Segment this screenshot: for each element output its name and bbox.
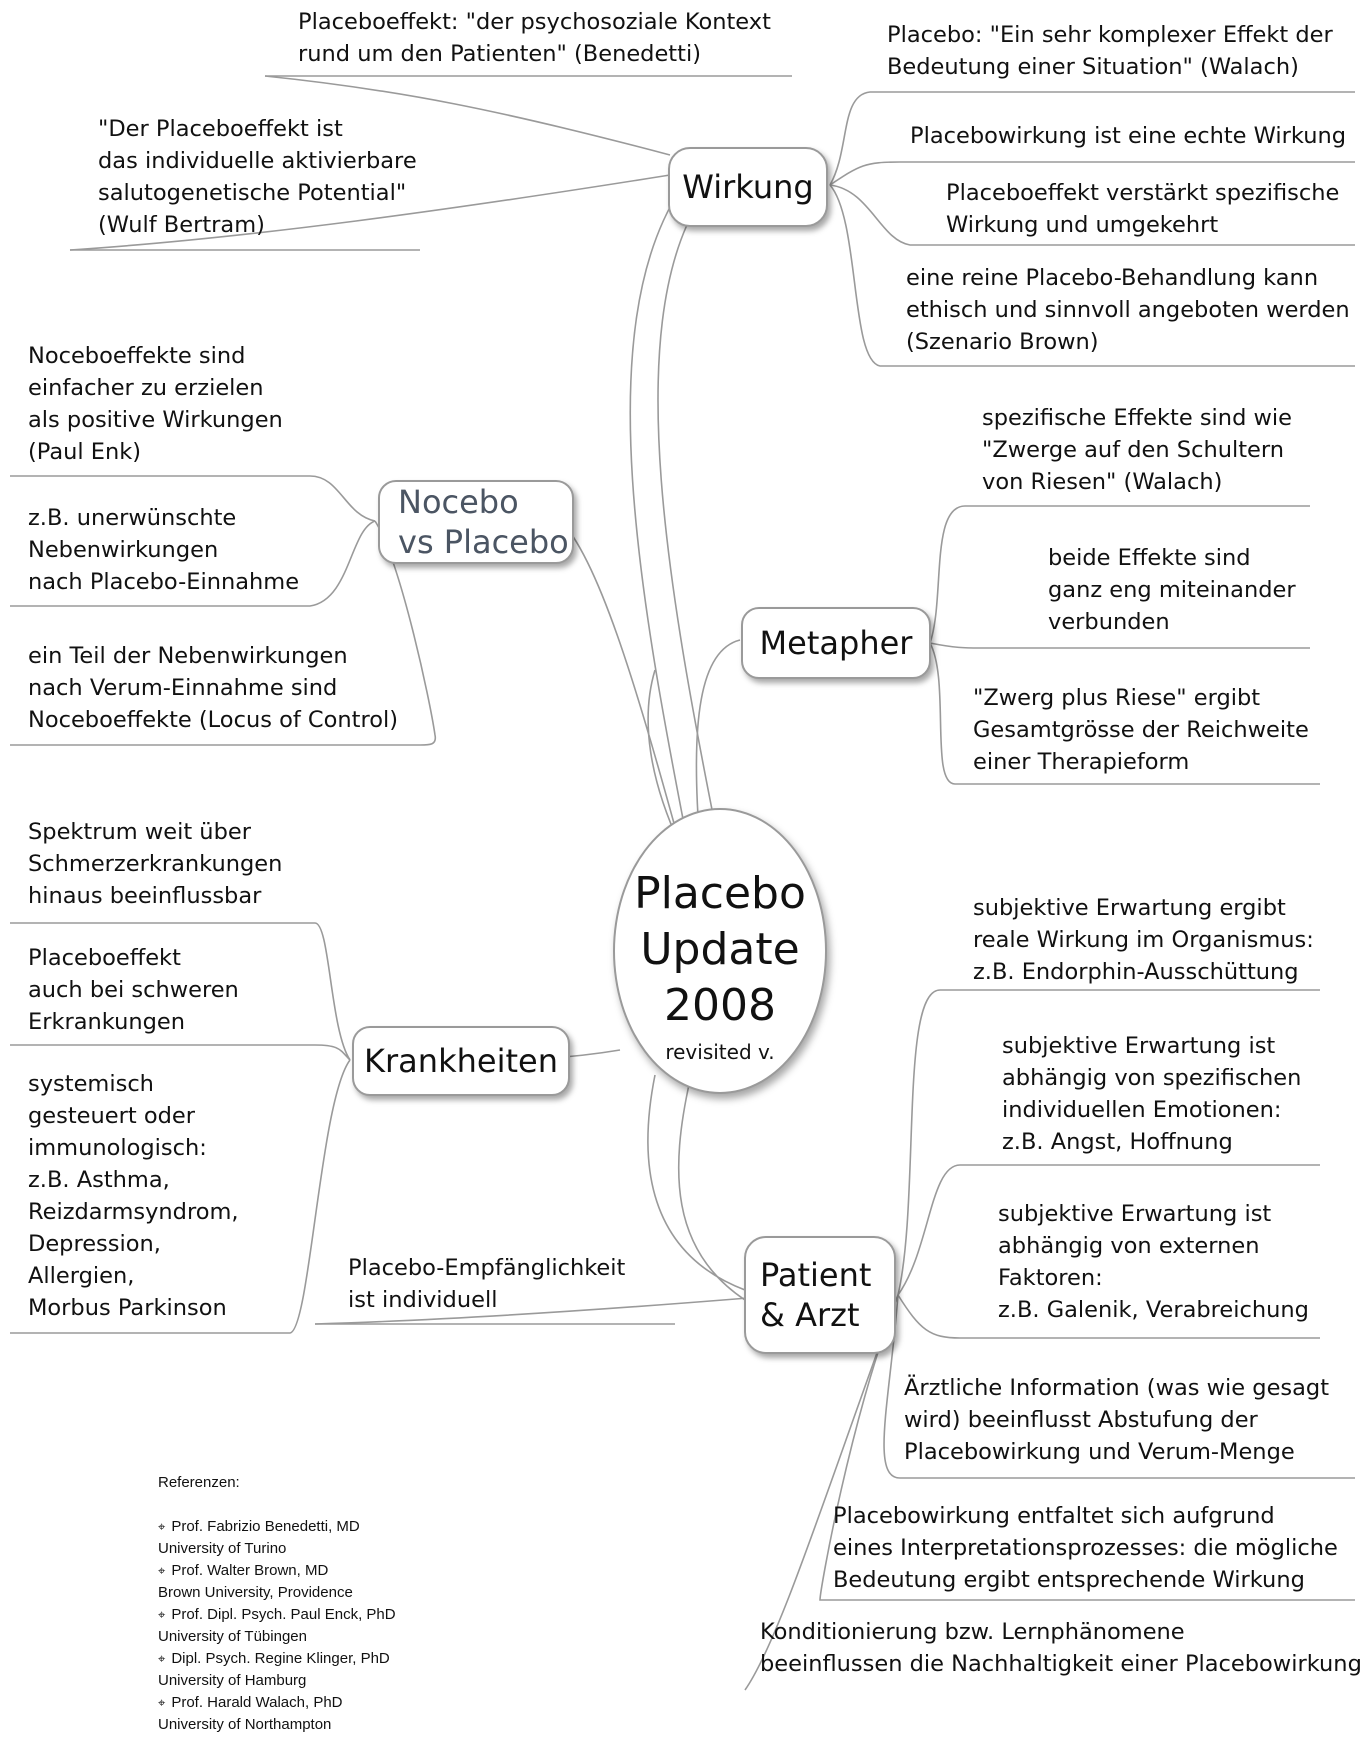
leaf-rein-placebo: eine reine Placebo-Behandlung kann ethis… bbox=[906, 265, 1350, 355]
branch-patient-arzt[interactable]: Patient & Arzt bbox=[744, 1236, 896, 1354]
leaf-verum: ein Teil der Nebenwirkungen nach Verum-E… bbox=[28, 643, 399, 733]
reference-name-text: Prof. Harald Walach, PhD bbox=[171, 1694, 343, 1711]
reference-name-text: Dipl. Psych. Regine Klinger, PhD bbox=[171, 1650, 390, 1667]
reference-affiliation: University of Turino bbox=[158, 1540, 287, 1557]
leaf-aerztlich: Ärztliche Information (was wie gesagt wi… bbox=[904, 1375, 1330, 1465]
references-list: ⌖ Prof. Fabrizio Benedetti, MD University … bbox=[158, 1516, 396, 1736]
reference-name-text: Prof. Walter Brown, MD bbox=[171, 1562, 329, 1579]
reference-name: ⌖ Prof. Walter Brown, MD bbox=[158, 1560, 396, 1582]
reference-name-text: Prof. Fabrizio Benedetti, MD bbox=[171, 1518, 360, 1535]
leaf-benedetti: Placeboeffekt: "der psychosoziale Kontex… bbox=[298, 9, 771, 67]
leaf-zwerge: spezifische Effekte sind wie "Zwerge auf… bbox=[982, 405, 1293, 495]
connector-lines bbox=[10, 75, 1355, 1691]
central-topic-title: Placebo Update 2008 bbox=[634, 868, 806, 1031]
leaf-spektrum: Spektrum weit über Schmerzerkrankungen h… bbox=[28, 819, 283, 909]
leaf-walach-complex: Placebo: "Ein sehr komplexer Effekt der … bbox=[887, 22, 1333, 80]
leaf-empfaenglich: Placebo-Empfänglichkeit ist individuell bbox=[348, 1255, 626, 1313]
references-heading: Referenzen: bbox=[158, 1474, 240, 1491]
reference-affiliation: University of Northampton bbox=[158, 1716, 332, 1733]
leaf-interpretation: Placebowirkung entfaltet sich aufgrund e… bbox=[833, 1503, 1338, 1593]
leaf-nocebo-einfacher: Noceboeffekte sind einfacher zu erzielen… bbox=[28, 343, 283, 465]
reference-bullet-icon: ⌖ bbox=[158, 1651, 166, 1666]
leaf-beide-effekte: beide Effekte sind ganz eng miteinander … bbox=[1048, 545, 1296, 635]
leaf-extern: subjektive Erwartung ist abhängig von ex… bbox=[998, 1201, 1309, 1323]
reference-name: ⌖ Prof. Fabrizio Benedetti, MD bbox=[158, 1516, 396, 1538]
reference-bullet-icon: ⌖ bbox=[158, 1695, 166, 1710]
reference-affiliation: University of Hamburg bbox=[158, 1672, 307, 1689]
leaf-nebenwirkungen: z.B. unerwünschte Nebenwirkungen nach Pl… bbox=[28, 505, 300, 595]
leaf-emotionen: subjektive Erwartung ist abhängig von sp… bbox=[1002, 1033, 1302, 1155]
branch-nocebo-vs-placebo[interactable]: Nocebo vs Placebo bbox=[378, 480, 574, 564]
leaf-verstaerkt: Placeboeffekt verstärkt spezifische Wirk… bbox=[946, 180, 1340, 238]
branch-metapher[interactable]: Metapher bbox=[741, 607, 931, 679]
leaf-echte-wirkung: Placebowirkung ist eine echte Wirkung bbox=[910, 123, 1347, 149]
reference-name: ⌖ Prof. Dipl. Psych. Paul Enck, PhD bbox=[158, 1604, 396, 1626]
reference-name: ⌖ Dipl. Psych. Regine Klinger, PhD bbox=[158, 1648, 396, 1670]
central-topic-subtitle: revisited v. bbox=[665, 1040, 775, 1064]
reference-name-text: Prof. Dipl. Psych. Paul Enck, PhD bbox=[171, 1606, 396, 1623]
branch-wirkung[interactable]: Wirkung bbox=[668, 147, 828, 227]
leaf-schwere: Placeboeffekt auch bei schweren Erkranku… bbox=[28, 945, 239, 1035]
branch-krankheiten[interactable]: Krankheiten bbox=[352, 1026, 570, 1096]
leaf-bertram: "Der Placeboeffekt ist das individuelle … bbox=[98, 116, 417, 238]
leaf-endorphin: subjektive Erwartung ergibt reale Wirkun… bbox=[973, 895, 1314, 985]
leaf-systemisch: systemisch gesteuert oder immunologisch:… bbox=[28, 1071, 239, 1321]
reference-affiliation: Brown University, Providence bbox=[158, 1584, 353, 1601]
leaf-zwerg-riese: "Zwerg plus Riese" ergibt Gesamtgrösse d… bbox=[973, 685, 1309, 775]
central-topic[interactable]: Placebo Update 2008 revisited v. bbox=[613, 808, 827, 1094]
reference-bullet-icon: ⌖ bbox=[158, 1607, 166, 1622]
references: Referenzen: ⌖ Prof. Fabrizio Benedetti, M… bbox=[158, 1450, 396, 1758]
leaf-konditionierung: Konditionierung bzw. Lernphänomene beein… bbox=[760, 1619, 1362, 1677]
reference-name: ⌖ Prof. Harald Walach, PhD bbox=[158, 1692, 396, 1714]
reference-bullet-icon: ⌖ bbox=[158, 1563, 166, 1578]
reference-bullet-icon: ⌖ bbox=[158, 1519, 166, 1534]
reference-affiliation: University of Tübingen bbox=[158, 1628, 307, 1645]
